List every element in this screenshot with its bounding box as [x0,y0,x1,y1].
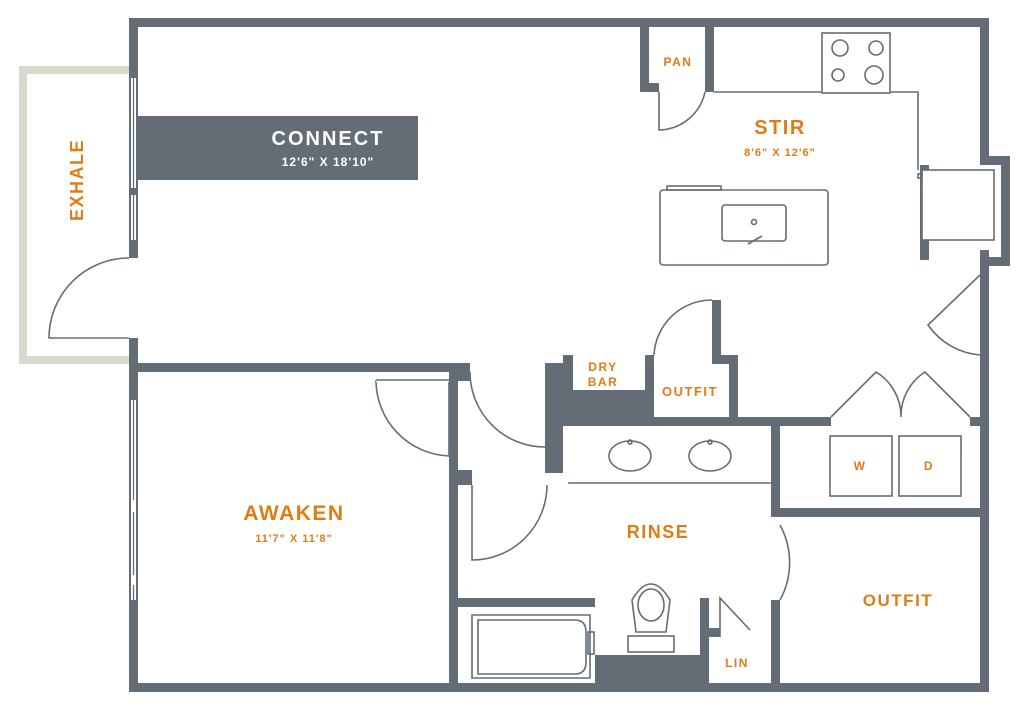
kitchen-side-door [926,274,981,356]
dry-bar-label-line2: BAR [588,375,619,389]
connect-dims: 12'6" X 18'10" [282,155,374,169]
outfit-hall-label: OUTFIT [662,384,718,399]
interior-walls [138,27,989,683]
left-windows [131,78,136,660]
linen-label: LIN [725,656,749,670]
outfit-master-label: OUTFIT [863,591,933,610]
rinse-label: RINSE [627,522,690,542]
pan-label: PAN [664,55,693,69]
stir-dims: 8'6" X 12'6" [744,147,816,159]
washer-dryer [829,435,962,497]
balcony-door-swing [48,257,130,339]
kitchen-counters [714,91,995,241]
connect-banner [138,116,418,180]
connect-label: CONNECT [272,128,385,150]
stovetop-icon [821,32,891,94]
bathtub-icon [471,614,595,679]
exterior-walls [129,18,1010,692]
washer-label: W [854,459,867,473]
dryer-label: D [924,459,934,473]
bath-door-swing [471,484,548,561]
linen-door-swing [719,595,751,637]
kitchen-island [659,185,829,266]
awaken-label: AWAKEN [243,502,344,525]
dry-bar-label-line1: DRY [588,360,617,374]
laundry-bifold-doors [830,370,971,418]
bedroom-door-swing [375,379,450,457]
bath-vanity [568,439,771,484]
balcony-outline [19,66,131,364]
hall-door-swing [469,371,546,448]
master-closet-door-swing [779,524,791,601]
stir-label: STIR [754,117,806,139]
awaken-dims: 11'7" X 11'8" [255,533,333,545]
pantry-door-swing [658,91,706,131]
outfit-hall-door-swing [653,299,713,356]
toilet-icon [627,583,675,653]
exhale-label: EXHALE [67,139,87,221]
